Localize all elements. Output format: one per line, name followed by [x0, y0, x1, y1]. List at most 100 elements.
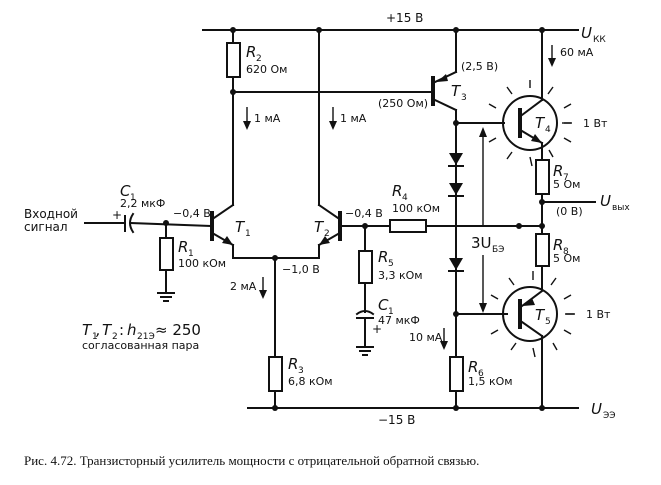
t1-sub: 1 [245, 229, 251, 239]
diode-2 [448, 183, 464, 197]
note-sep: , [96, 321, 101, 339]
diode-3 [448, 258, 464, 272]
r3-value: 6,8 кОм [288, 375, 333, 388]
t4-label: T [535, 114, 546, 132]
ground-icon [356, 346, 374, 356]
diode-1 [448, 153, 464, 167]
r4-value: 100 кОм [392, 202, 440, 215]
r1-label: R [178, 238, 188, 256]
positive-rail-voltage: +15 В [386, 11, 423, 25]
transistor-t3 [431, 70, 458, 112]
vbe-label: 3U [471, 234, 492, 252]
r4-label: R [392, 182, 402, 200]
c1-value: 2,2 мкФ [120, 197, 165, 210]
note-value: ≈ 250 [155, 321, 201, 339]
t5-sub: 5 [545, 317, 551, 327]
t5-power: 1 Вт [586, 308, 611, 321]
current-arrow [440, 328, 448, 350]
c1-fb-label: C [378, 296, 389, 314]
current-arrow [259, 277, 267, 299]
resistor-r8 [535, 233, 550, 267]
figure-caption: Рис. 4.72. Транзисторный усилитель мощно… [24, 453, 479, 468]
t1-collector-current: 1 мА [254, 112, 281, 125]
r5-label: R [378, 248, 388, 266]
t1-base-voltage: −0,4 В [173, 207, 211, 220]
r1-value: 100 кОм [178, 257, 226, 270]
r8-sub: 8 [563, 247, 569, 257]
r6-sub: 6 [478, 369, 484, 379]
t4-power: 1 Вт [583, 117, 608, 130]
negative-rail-voltage: −15 В [378, 413, 415, 427]
r2-label: R [246, 43, 256, 61]
output-sub: вых [612, 203, 630, 213]
current-arrow [548, 45, 556, 67]
t1-label: T [235, 218, 246, 236]
note-line2: согласованная пара [82, 339, 199, 352]
transistor-t2 [317, 203, 342, 259]
note-t2: T [102, 321, 113, 339]
transistor-t5 [502, 286, 558, 342]
r6-value: 1,5 кОм [468, 375, 513, 388]
r5-value: 3,3 кОм [378, 269, 423, 282]
t3-sub: 3 [461, 93, 467, 103]
note-t2-sub: 2 [112, 332, 118, 342]
note-t: T [82, 321, 93, 339]
r7-label: R [553, 162, 563, 180]
emitter-voltage: −1,0 В [282, 263, 320, 276]
t4-sub: 4 [545, 125, 551, 135]
transistor-t4 [502, 95, 558, 151]
output-voltage: (0 В) [556, 205, 583, 218]
resistor-r3 [268, 356, 283, 392]
vbe-sub: БЭ [492, 245, 504, 255]
junction-dots [163, 27, 545, 411]
wire [129, 221, 212, 228]
r2-value: 620 Ом [246, 63, 287, 76]
resistor-r5 [358, 250, 373, 284]
resistor-r4 [389, 219, 427, 233]
ground-icon [157, 292, 175, 302]
resistor-r1 [159, 237, 174, 271]
t3-label: T [451, 82, 462, 100]
transistor-t1 [210, 203, 235, 259]
glow-rays-t4 [488, 80, 572, 167]
r8-label: R [553, 236, 563, 254]
c1-fb-sub: 1 [388, 307, 394, 317]
r4-sub: 4 [402, 193, 408, 203]
resistor-r7 [535, 159, 550, 195]
r5-sub: 5 [388, 259, 394, 269]
r2-sub: 2 [256, 54, 262, 64]
ucc-label: U [581, 24, 592, 42]
output-label: U [600, 192, 611, 210]
c1-fb-polarity: + [372, 322, 382, 336]
note-param-sub: 21Э [137, 332, 155, 342]
t4-current: 60 мА [560, 46, 594, 59]
r6-label: R [468, 358, 478, 376]
c1-sub: 1 [130, 193, 136, 203]
tail-current: 2 мА [230, 280, 257, 293]
current-arrow [243, 107, 251, 130]
t2-collector-current: 1 мА [340, 112, 367, 125]
input-label-1: Входной [24, 207, 78, 221]
t2-label: T [314, 218, 325, 236]
input-label-2: сигнал [24, 220, 68, 234]
c1-fb-value: 47 мкФ [378, 314, 420, 327]
c1-label: C [120, 182, 131, 200]
t5-label: T [535, 306, 546, 324]
r8-value: 5 Ом [553, 252, 580, 265]
note-param: h [127, 321, 137, 339]
c1-polarity: + [112, 208, 122, 222]
r1-sub: 1 [188, 249, 194, 259]
t3-base-resistance: (250 Ом) [378, 97, 428, 110]
t2-sub: 2 [324, 229, 330, 239]
resistor-r2 [226, 42, 241, 78]
note-t1-sub: 1 [92, 332, 98, 342]
r3-sub: 3 [298, 366, 304, 376]
bias-current: 10 мА [409, 331, 443, 344]
note-colon: : [119, 321, 124, 339]
r3-label: R [288, 355, 298, 373]
t3-emitter-voltage: (2,5 В) [461, 60, 498, 73]
current-arrow [329, 107, 337, 130]
ucc-sub: КК [593, 35, 606, 45]
t2-base-voltage: −0,4 В [345, 207, 383, 220]
